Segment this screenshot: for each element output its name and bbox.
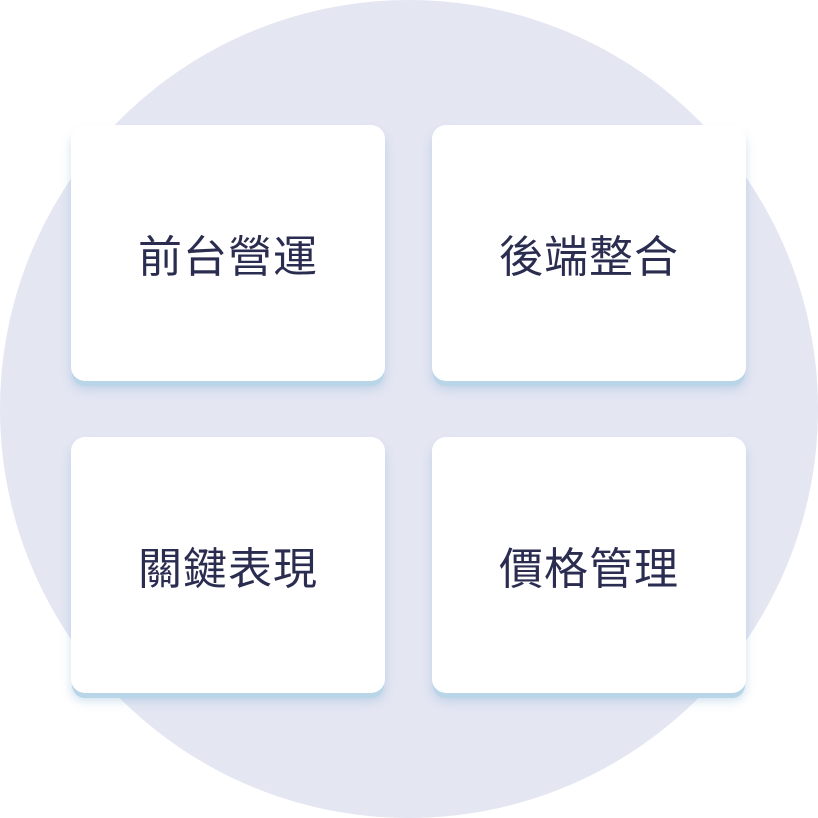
card-backend-integration[interactable]: 後端整合 <box>432 125 746 381</box>
card-label: 價格管理 <box>499 544 679 595</box>
card-label: 後端整合 <box>499 232 679 283</box>
card-label: 關鍵表現 <box>138 544 318 595</box>
card-price-management[interactable]: 價格管理 <box>432 437 746 693</box>
card-frontend-operations[interactable]: 前台營運 <box>71 125 385 381</box>
card-key-performance[interactable]: 關鍵表現 <box>71 437 385 693</box>
card-label: 前台營運 <box>138 232 318 283</box>
